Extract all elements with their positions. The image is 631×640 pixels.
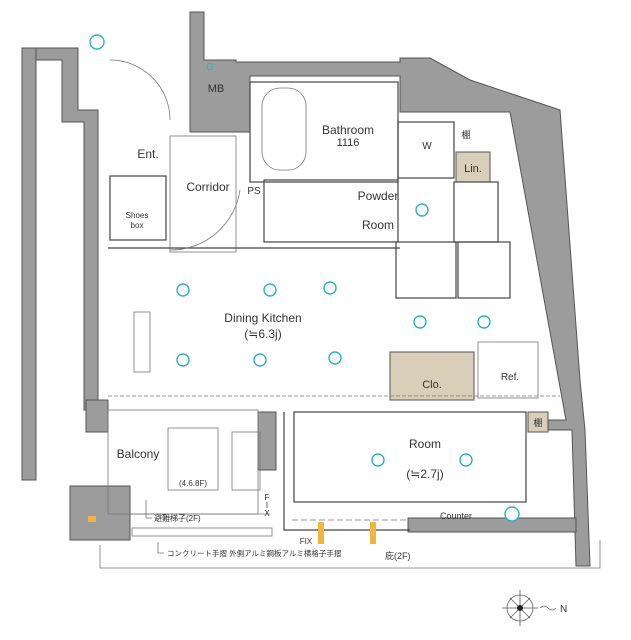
label-shoes-box: Shoes (126, 211, 149, 220)
label-bathroom: Bathroom (322, 123, 374, 137)
label-fix: FIX (300, 537, 313, 546)
label-shelf-room: 棚 (533, 417, 542, 428)
ceiling-light-icon (459, 453, 473, 467)
ceiling-light-icon (263, 283, 277, 297)
label-closet: Clo. (422, 379, 442, 391)
label-pipe-space: PS (247, 186, 261, 197)
ceiling-light-icon (176, 353, 190, 367)
label-fix-v2: I (266, 501, 268, 510)
aircon-icon (504, 506, 520, 522)
label-eaves: 庇(2F) (385, 550, 411, 561)
annotations: 避難梯子(2F) コンクリート手摺 外側アルミ鋼板アルミ横格子手摺 庇(2F) (145, 500, 411, 561)
label-fix-v1: F (265, 493, 270, 502)
label-meter-box: MB (208, 83, 225, 95)
label-shoes-box-2: box (131, 221, 144, 230)
ceiling-light-icon (176, 283, 190, 297)
label-dining-kitchen-size: (≒6.3j) (244, 327, 281, 341)
compass: N (502, 590, 567, 626)
ceiling-light-icon (415, 203, 429, 217)
label-refrigerator: Ref. (501, 372, 519, 383)
ceiling-light-icon (328, 351, 342, 365)
label-counter: Counter (440, 511, 472, 521)
label-powder-room-2: Room (362, 218, 394, 232)
label-entrance: Ent. (137, 147, 158, 161)
room-labels: Ent. Corridor Shoes box MB G PS Bathroom… (117, 62, 549, 546)
label-room: Room (409, 437, 441, 451)
ceiling-light-icon (477, 315, 491, 329)
light-fixtures (88, 34, 520, 544)
label-linen: Lin. (464, 163, 482, 175)
ceiling-light-icon (323, 281, 337, 295)
label-shelf-bath: 棚 (461, 129, 470, 140)
interior-lines (99, 59, 601, 569)
label-washer: W (422, 141, 432, 152)
label-powder-room: Powder (358, 189, 399, 203)
ceiling-light-icon (253, 353, 267, 367)
label-corridor: Corridor (186, 180, 229, 194)
ceiling-light-icon (413, 315, 427, 329)
label-gas: G (206, 62, 214, 73)
label-balcony: Balcony (117, 447, 160, 461)
label-bathroom-size: 1116 (337, 137, 360, 149)
label-north: N (560, 604, 567, 615)
intercom-icon (89, 34, 105, 50)
ceiling-light-icon (371, 453, 385, 467)
walls (21, 11, 591, 567)
label-fix-v3: X (264, 509, 270, 518)
label-hatch-floors: (4.6.8F) (179, 479, 207, 488)
label-handrail: コンクリート手摺 外側アルミ鋼板アルミ横格子手摺 (167, 548, 341, 558)
label-escape-ladder: 避難梯子(2F) (154, 513, 201, 523)
label-dining-kitchen: Dining Kitchen (224, 311, 301, 325)
label-room-size: (≒2.7j) (406, 467, 443, 481)
